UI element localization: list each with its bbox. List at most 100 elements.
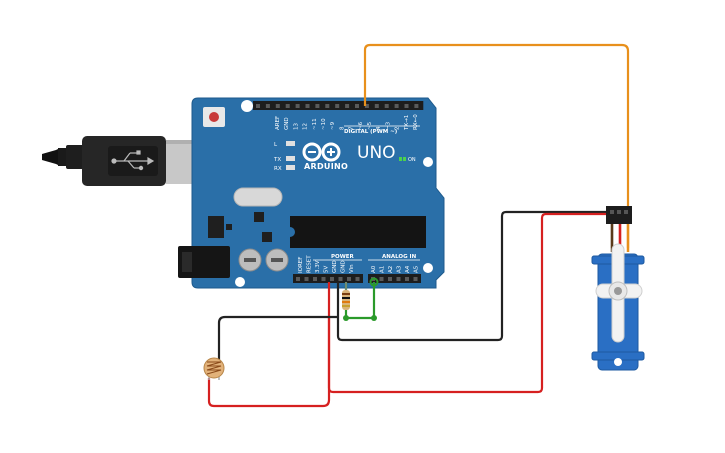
on-label: ON: [408, 157, 416, 163]
digital-header-pin[interactable]: [364, 104, 369, 108]
servo-horn: [595, 243, 643, 343]
rx-led-label: RX: [274, 166, 282, 172]
voltage-regulator: [208, 216, 232, 238]
power-header-pin[interactable]: [296, 277, 300, 281]
board-brand-label: ARDUINO: [304, 162, 348, 171]
pin-label: TX→1: [404, 115, 410, 131]
pin-label: GND: [284, 117, 290, 130]
wire-red-ldr[interactable]: [207, 318, 331, 408]
tx-led-label: TX: [273, 157, 281, 163]
wire-black-ldr[interactable]: [217, 315, 338, 362]
pin-label: RX←0: [413, 114, 419, 130]
servo-motor[interactable]: [591, 206, 645, 371]
power-pin-header[interactable]: [293, 274, 363, 283]
digital-header-pin[interactable]: [256, 104, 260, 108]
analog-header-pin[interactable]: [413, 277, 418, 281]
pin-label: AREF: [275, 116, 281, 130]
analog-header-pin[interactable]: [405, 277, 409, 281]
pin-label: 3.3V: [315, 260, 321, 273]
small-chip: [262, 232, 272, 242]
digital-header-pin[interactable]: [295, 104, 300, 108]
power-section-label: POWER: [331, 254, 355, 260]
pin-label: ~11: [312, 118, 318, 130]
power-header-pin[interactable]: [304, 277, 309, 281]
analog-header-pin[interactable]: [379, 277, 384, 281]
pin-label: GND: [341, 260, 347, 273]
crystal-oscillator: [233, 187, 283, 207]
pin-label: A1: [380, 266, 386, 273]
power-header-pin[interactable]: [330, 277, 334, 281]
l-led-label: L: [274, 142, 278, 148]
mounting-hole: [235, 277, 245, 287]
servo-connector: [606, 206, 632, 224]
wire-junction: [371, 315, 377, 321]
rx-led: [286, 165, 295, 170]
pin-label: 12: [303, 123, 309, 130]
digital-header-pin[interactable]: [384, 104, 389, 108]
digital-header-pin[interactable]: [275, 104, 280, 108]
pin-label: GND: [332, 260, 338, 273]
capacitor: [238, 248, 262, 272]
board-model-label: UNO: [357, 143, 396, 163]
power-header-pin[interactable]: [347, 277, 351, 281]
pin-label: 7: [349, 126, 355, 130]
usb-symbol-icon: [111, 150, 155, 171]
power-header-pin[interactable]: [321, 277, 326, 281]
mounting-hole: [241, 100, 253, 112]
tx-led: [286, 156, 295, 161]
pin-label: A2: [388, 266, 394, 273]
arduino-infinity-logo-icon: [302, 142, 341, 162]
pin-label: 2: [395, 127, 401, 131]
pin-a0-endpoint: [369, 277, 379, 287]
small-chip: [254, 212, 264, 222]
usb-cable-end: [42, 148, 60, 166]
reset-button[interactable]: [203, 107, 225, 127]
pin-label: 8: [339, 126, 345, 130]
pin-label: ~10: [321, 118, 327, 130]
l-led: [286, 141, 295, 146]
digital-header-pin[interactable]: [335, 104, 340, 108]
analog-section-label: ANALOG IN: [382, 254, 417, 260]
analog-header-pin[interactable]: [388, 277, 392, 281]
digital-header-pin[interactable]: [315, 104, 320, 108]
digital-header-pin[interactable]: [285, 104, 290, 108]
power-header-pin[interactable]: [313, 277, 317, 281]
pin-label: Vin: [349, 264, 355, 273]
mounting-hole: [423, 157, 433, 167]
digital-section-label: DIGITAL (PWM ~): [344, 129, 398, 135]
pin-label: A4: [405, 265, 411, 273]
digital-pin-header[interactable]: [253, 101, 424, 110]
digital-header-pin[interactable]: [374, 104, 379, 108]
photoresistor[interactable]: [203, 357, 225, 380]
pin-label: ~9: [330, 121, 336, 130]
pin-label: RESET: [307, 255, 313, 273]
pin-label: A5: [414, 265, 420, 273]
power-header-pin[interactable]: [355, 277, 360, 281]
pin-label: A0: [371, 265, 377, 273]
digital-header-pin[interactable]: [404, 104, 409, 108]
digital-header-pin[interactable]: [305, 104, 310, 108]
wire-junction: [343, 315, 349, 321]
digital-header-pin[interactable]: [414, 104, 419, 108]
digital-header-pin[interactable]: [394, 104, 399, 108]
atmega-microcontroller: [290, 216, 426, 248]
mounting-hole: [423, 263, 433, 273]
pin-label: A3: [397, 265, 403, 273]
pin-label: 13: [293, 123, 299, 130]
resistor[interactable]: [342, 282, 350, 310]
digital-header-pin[interactable]: [325, 104, 330, 108]
power-header-pin[interactable]: [338, 277, 343, 281]
pin-label: 5V: [324, 266, 330, 273]
wire-orange-signal[interactable]: [363, 43, 630, 248]
wire-black-ground[interactable]: [336, 210, 614, 342]
analog-header-pin[interactable]: [396, 277, 401, 281]
digital-header-pin[interactable]: [345, 104, 350, 108]
capacitor: [265, 248, 289, 272]
dc-power-jack[interactable]: [178, 246, 230, 278]
digital-header-pin[interactable]: [265, 104, 270, 108]
digital-header-pin[interactable]: [355, 104, 359, 108]
